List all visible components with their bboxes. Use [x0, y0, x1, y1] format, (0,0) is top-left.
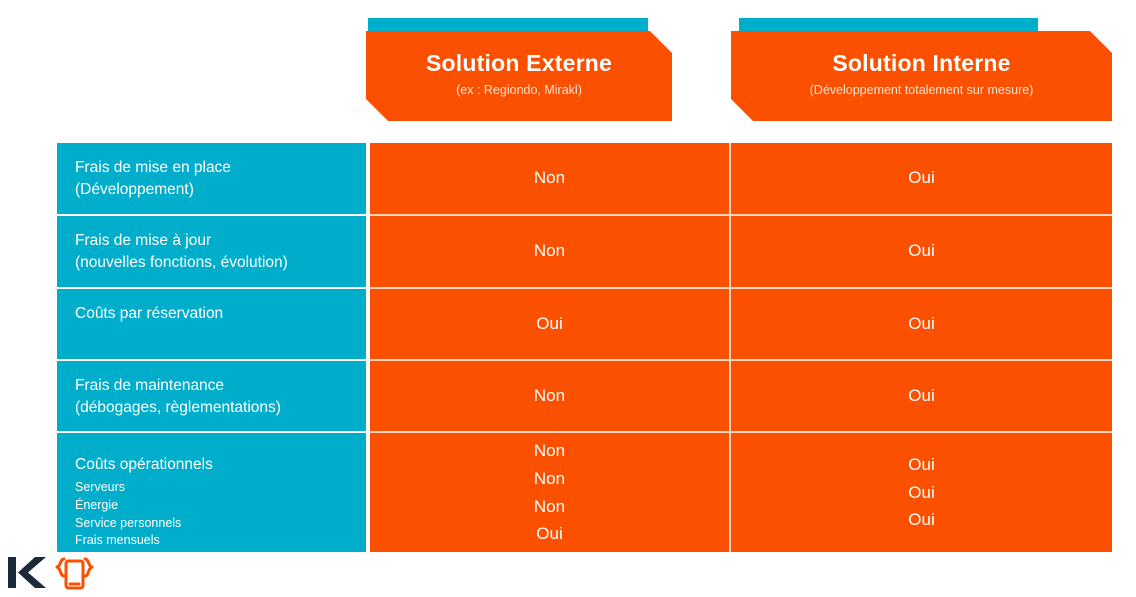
table-row: Coûts par réservation Oui Oui: [57, 289, 1112, 361]
cell-value-interne: Oui: [731, 216, 1112, 289]
value-text: Oui: [536, 524, 563, 544]
row-sub-items: Serveurs Énergie Service personnels Frai…: [75, 479, 348, 550]
row-label-main: Coûts opérationnels: [75, 456, 213, 473]
row-label: Coûts par réservation: [57, 289, 366, 361]
value-text: Non: [533, 241, 566, 261]
cell-value-interne: Oui: [731, 289, 1112, 361]
cell-value-externe: Non: [370, 143, 731, 216]
row-sub-item: Frais mensuels: [75, 533, 160, 548]
column-gap: [366, 216, 370, 289]
brand-logo: [6, 552, 98, 592]
column-subtitle-interne: (Développement totalement sur mesure): [809, 82, 1034, 97]
value-text: Non: [533, 468, 566, 488]
column-gap: [366, 433, 370, 552]
table-row: Frais de mise à jour (nouvelles fonction…: [57, 216, 1112, 289]
value-text: Oui: [908, 385, 935, 405]
value-text: Non: [533, 496, 566, 516]
cell-value-externe: Oui: [370, 289, 731, 361]
cell-value-externe: Non Non Non Oui: [370, 433, 731, 552]
row-label: Frais de mise en place (Développement): [57, 143, 366, 216]
value-text: Oui: [908, 313, 935, 333]
logo-letter-k-icon: [8, 557, 46, 588]
table-row: Frais de mise en place (Développement) N…: [57, 143, 1112, 216]
mobile-device-brackets-icon: [55, 557, 94, 590]
comparison-table: Frais de mise en place (Développement) N…: [57, 143, 1112, 552]
row-label-main: Coûts par réservation: [75, 305, 224, 322]
brand-logo-svg: [8, 557, 94, 590]
table-row: Coûts opérationnels Serveurs Énergie Ser…: [57, 433, 1112, 552]
row-label-second: (débogages, règlementations): [75, 399, 281, 416]
value-text: Oui: [536, 313, 563, 333]
row-label-second: (Développement): [75, 181, 194, 198]
value-text: Oui: [908, 455, 935, 475]
row-label: Coûts opérationnels Serveurs Énergie Ser…: [57, 433, 366, 552]
value-text: Non: [533, 168, 566, 188]
cell-value-interne: Oui: [731, 143, 1112, 216]
row-label: Frais de maintenance (débogages, règleme…: [57, 361, 366, 433]
value-text: Oui: [908, 510, 935, 530]
row-label-main: Frais de maintenance: [75, 377, 225, 394]
cell-value-interne: Oui: [731, 361, 1112, 433]
cell-value-interne: Oui Oui Oui: [731, 433, 1112, 552]
column-title-interne: Solution Interne: [832, 50, 1011, 77]
value-text: Oui: [908, 168, 935, 188]
row-label: Frais de mise à jour (nouvelles fonction…: [57, 216, 366, 289]
table-row: Frais de maintenance (débogages, règleme…: [57, 361, 1112, 433]
row-label-main: Frais de mise en place: [75, 159, 231, 176]
value-text: Non: [533, 441, 566, 461]
value-text: Oui: [908, 482, 935, 502]
column-gap: [366, 289, 370, 361]
cell-value-externe: Non: [370, 361, 731, 433]
banner-accent-bar-interne: [739, 18, 1038, 31]
column-gap: [366, 361, 370, 433]
banner-accent-bar-externe: [368, 18, 648, 31]
column-subtitle-externe: (ex : Regiondo, Mirakl): [456, 82, 582, 97]
cell-value-externe: Non: [370, 216, 731, 289]
column-title-externe: Solution Externe: [426, 50, 612, 77]
banner-body-interne: Solution Interne (Développement totaleme…: [731, 31, 1112, 121]
banner-body-externe: Solution Externe (ex : Regiondo, Mirakl): [366, 31, 672, 121]
column-gap: [366, 143, 370, 216]
row-sub-item: Service personnels: [75, 515, 182, 530]
row-sub-item: Serveurs: [75, 480, 126, 494]
row-label-main: Frais de mise à jour: [75, 232, 212, 249]
value-text: Oui: [908, 241, 935, 261]
row-label-second: (nouvelles fonctions, évolution): [75, 254, 288, 271]
value-text: Non: [533, 385, 566, 405]
row-sub-item: Énergie: [75, 497, 119, 512]
